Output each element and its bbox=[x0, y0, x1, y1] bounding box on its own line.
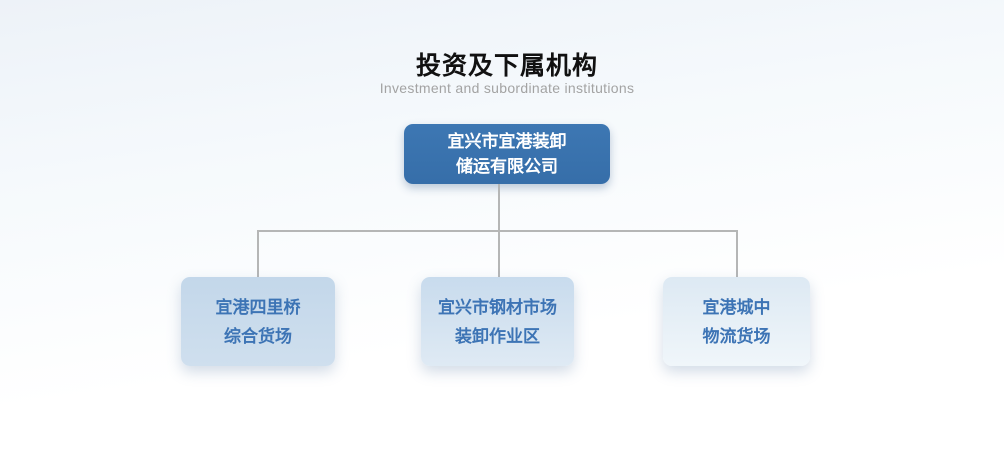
org-node-root: 宜兴市宜港装卸 储运有限公司 bbox=[404, 124, 610, 184]
connector-drop-child-3 bbox=[736, 230, 738, 277]
connector-drop-child-1 bbox=[257, 230, 259, 277]
org-node-root-label-line2: 储运有限公司 bbox=[456, 157, 558, 176]
org-node-child-3: 宜港城中 物流货场 bbox=[663, 277, 810, 366]
org-node-child-1: 宜港四里桥 综合货场 bbox=[181, 277, 335, 366]
org-node-child-1-label-line1: 宜港四里桥 bbox=[215, 297, 301, 317]
org-node-child-2-label-line1: 宜兴市钢材市场 bbox=[438, 297, 557, 317]
connector-drop-child-2 bbox=[498, 230, 500, 277]
org-node-child-3-label-line1: 宜港城中 bbox=[702, 297, 771, 317]
org-node-root-label-line1: 宜兴市宜港装卸 bbox=[447, 132, 567, 151]
connector-root-drop bbox=[498, 184, 500, 232]
org-node-child-1-label-line2: 综合货场 bbox=[224, 326, 292, 346]
connector-horizontal bbox=[257, 230, 738, 232]
org-node-child-3-label-line2: 物流货场 bbox=[702, 326, 771, 346]
page-title: 投资及下属机构 bbox=[415, 52, 598, 80]
org-node-child-2: 宜兴市钢材市场 装卸作业区 bbox=[421, 277, 574, 366]
page-subtitle: Investment and subordinate institutions bbox=[379, 80, 635, 96]
org-node-child-2-label-line2: 装卸作业区 bbox=[455, 326, 540, 346]
